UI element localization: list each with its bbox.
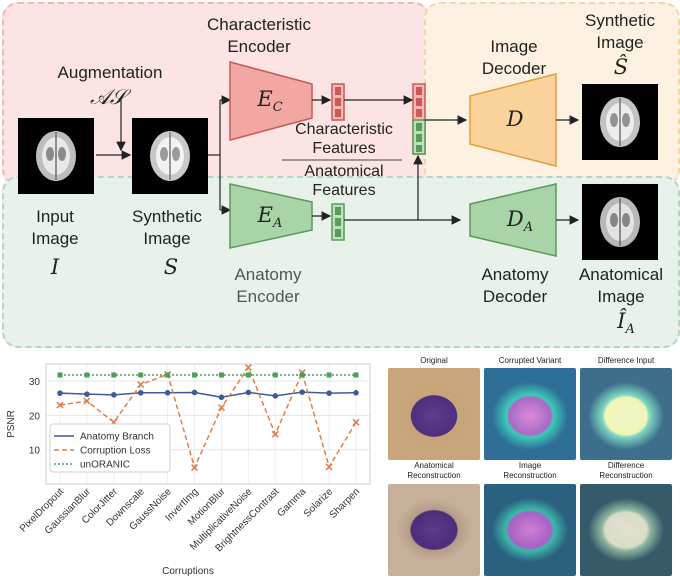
panel-original-image [388,368,480,460]
series-point-1 [325,463,333,471]
series-point-0 [326,390,332,396]
series-point-2 [84,372,90,378]
input-image [18,118,94,194]
anatomy-encoder-symbol: EA [257,203,283,232]
series-point-0 [353,390,359,396]
series-point-1 [56,401,64,409]
x-axis-label: Corruptions [162,566,214,577]
image-decoder-shape [469,73,557,167]
panel-corrupted-image [484,368,576,460]
anatomical-output-image [582,184,658,260]
series-point-2 [192,372,198,378]
synthetic-image [132,118,208,194]
series-point-1 [244,363,252,371]
panel-diff-recon-image [580,484,672,576]
anatomical-output-symbol: ÎA [617,309,635,338]
series-point-2 [165,372,171,378]
series-point-0 [84,391,90,397]
panel-title-corrupted: Corrupted Variant [498,356,562,365]
image-decoder-symbol: D [506,107,524,131]
anatomy-decoder-shape [469,183,557,257]
series-point-1 [83,397,91,405]
anatomy-encoder-shape [229,183,313,249]
series-point-2 [353,372,359,378]
panel-anat-recon-image [388,484,480,576]
series-point-0 [299,389,305,395]
series-line-1 [59,365,357,470]
series-point-0 [272,393,279,399]
series-point-2 [272,372,278,378]
series-point-0 [245,389,252,396]
augmentation-label: Augmentation [57,63,163,82]
diagram-connectors [96,61,580,257]
series-point-1 [271,430,279,438]
input-image-symbol: I [50,255,60,279]
synthetic-output-image [582,84,658,160]
characteristic-encoder-shape [229,61,313,141]
panel-img-recon-image [484,484,576,576]
series-point-2 [138,372,144,378]
series-line-0 [59,391,357,399]
series-point-0 [111,392,117,398]
x-tick-label: Sharpen [328,486,363,521]
series-point-1 [217,404,225,412]
legend-label-2: unORANIC [80,460,130,471]
series-point-2 [326,372,332,378]
series-point-0 [164,390,171,396]
series-point-1 [352,418,360,426]
y-axis-label: PSNR [6,410,17,438]
series-point-2 [111,372,117,378]
series-point-2 [245,372,251,378]
augmentation-symbol: 𝒜𝒮 [89,85,127,109]
series-point-2 [57,372,63,378]
y-tick-label: 10 [29,446,41,457]
series-point-1 [137,381,145,389]
legend-label-1: Corruption Loss [80,446,151,457]
synthetic-output-symbol: Ŝ [613,55,629,79]
psnr-line-chart: 102030PixelDropoutGaussianBlurColorJitte… [6,363,371,577]
panel-title-diff-input: Difference Input [597,356,655,365]
series-point-2 [299,372,305,378]
anatomy-decoder-symbol: DA [506,207,534,236]
panel-title-original: Original [420,356,448,365]
series-point-0 [218,394,225,401]
series-point-2 [218,372,224,378]
synthetic-image-symbol: S [163,255,179,279]
chart-legend [49,423,171,473]
y-tick-label: 20 [29,411,41,422]
y-tick-label: 30 [29,377,41,388]
series-point-0 [137,390,144,396]
legend-label-0: Anatomy Branch [80,432,154,443]
panel-diff-input-image [580,368,672,460]
series-point-0 [57,390,63,396]
characteristic-encoder-symbol: EC [257,87,283,116]
series-point-1 [191,464,199,472]
series-point-0 [191,389,198,396]
